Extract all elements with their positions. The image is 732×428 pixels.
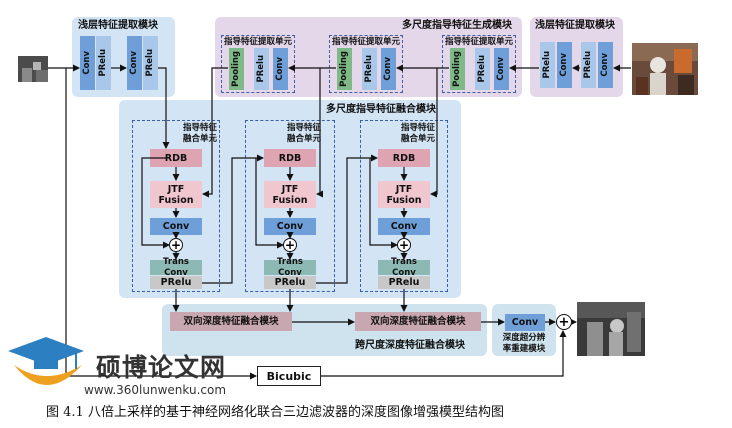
bi-fuse-module-2: 双向深度特征融合模块 bbox=[355, 312, 481, 331]
extract-unit-3-label: 指导特征提取单元 bbox=[444, 37, 513, 47]
watermark-url: www.360lunwenku.com bbox=[84, 383, 227, 397]
graduation-cap-logo bbox=[6, 335, 86, 395]
fuse2-conv: Conv bbox=[264, 218, 316, 235]
recon-conv: Conv bbox=[505, 314, 545, 331]
fuse1-trans-conv: Trans Conv bbox=[150, 257, 202, 278]
fuse2-add-node: + bbox=[283, 238, 297, 252]
fuse3-trans-conv: Trans Conv bbox=[378, 257, 430, 278]
extract1-pooling: Pooling bbox=[229, 48, 244, 90]
fuse1-prelu: PRelu bbox=[150, 276, 202, 289]
bicubic-block: Bicubic bbox=[257, 366, 321, 386]
depth-output-image bbox=[577, 302, 645, 356]
fuse3-conv: Conv bbox=[378, 218, 430, 235]
multiscale-gen-label: 多尺度指导特征生成模块 bbox=[402, 20, 512, 31]
extract1-prelu: PRelu bbox=[254, 48, 269, 90]
shallow-right-conv-1: Conv bbox=[557, 42, 572, 88]
extract1-conv: Conv bbox=[273, 48, 288, 90]
shallow-right-conv-2: Conv bbox=[598, 42, 613, 88]
shallow-right-label: 浅层特征提取模块 bbox=[535, 20, 615, 31]
fuse1-rdb: RDB bbox=[150, 149, 202, 167]
extract3-prelu: PRelu bbox=[475, 48, 490, 90]
fuse2-jtf-fusion: JTF Fusion bbox=[264, 181, 316, 208]
watermark-text: 硕博论文网 bbox=[96, 353, 227, 382]
cross-scale-label: 跨尺度深度特征融合模块 bbox=[355, 340, 465, 351]
fusion-unit-2-label: 指导特征 融合单元 bbox=[286, 123, 321, 144]
shallow-right-prelu-2: PRelu bbox=[581, 42, 596, 88]
figure-caption: 图 4.1 八倍上采样的基于神经网络化联合三边滤波器的深度图像增强模型结构图 bbox=[46, 405, 504, 420]
recon-label: 深度超分辨 率重建模块 bbox=[502, 333, 546, 354]
extract2-conv: Conv bbox=[381, 48, 396, 90]
fuse3-add-node: + bbox=[397, 238, 411, 252]
fusion-unit-3-label: 指导特征 融合单元 bbox=[400, 123, 435, 144]
fuse3-jtf-fusion: JTF Fusion bbox=[378, 181, 430, 208]
fuse1-conv: Conv bbox=[150, 218, 202, 235]
shallow-left-conv-1: Conv bbox=[80, 36, 95, 90]
extract-unit-3 bbox=[442, 35, 516, 93]
extract3-conv: Conv bbox=[494, 48, 509, 90]
extract-unit-2 bbox=[329, 35, 403, 93]
shallow-left-prelu-2: PRelu bbox=[143, 36, 158, 90]
extract-unit-1-label: 指导特征提取单元 bbox=[223, 37, 292, 47]
fuse3-prelu: PRelu bbox=[378, 276, 430, 289]
multiscale-fuse-label: 多尺度指导特征融合模块 bbox=[326, 104, 436, 115]
fuse2-rdb: RDB bbox=[264, 149, 316, 167]
shallow-left-conv-2: Conv bbox=[127, 36, 142, 90]
extract2-prelu: PRelu bbox=[362, 48, 377, 90]
color-guide-image bbox=[632, 43, 698, 95]
extract3-pooling: Pooling bbox=[450, 48, 465, 90]
extract2-pooling: Pooling bbox=[337, 48, 352, 90]
fuse2-prelu: PRelu bbox=[264, 276, 316, 289]
fuse1-jtf-fusion: JTF Fusion bbox=[150, 181, 202, 208]
extract-unit-2-label: 指导特征提取单元 bbox=[331, 37, 400, 47]
shallow-left-label: 浅层特征提取模块 bbox=[78, 20, 158, 31]
extract-unit-1 bbox=[221, 35, 295, 93]
fusion-unit-1-label: 指导特征 融合单元 bbox=[182, 123, 217, 144]
fuse2-trans-conv: Trans Conv bbox=[264, 257, 316, 278]
shallow-right-prelu-1: PRelu bbox=[540, 42, 555, 88]
output-add-node: + bbox=[556, 314, 572, 330]
bi-fuse-module-1: 双向深度特征融合模块 bbox=[170, 312, 292, 331]
fuse1-add-node: + bbox=[169, 238, 183, 252]
shallow-left-prelu-1: PRelu bbox=[96, 36, 111, 90]
depth-input-image bbox=[18, 56, 48, 82]
fuse3-rdb: RDB bbox=[378, 149, 430, 167]
